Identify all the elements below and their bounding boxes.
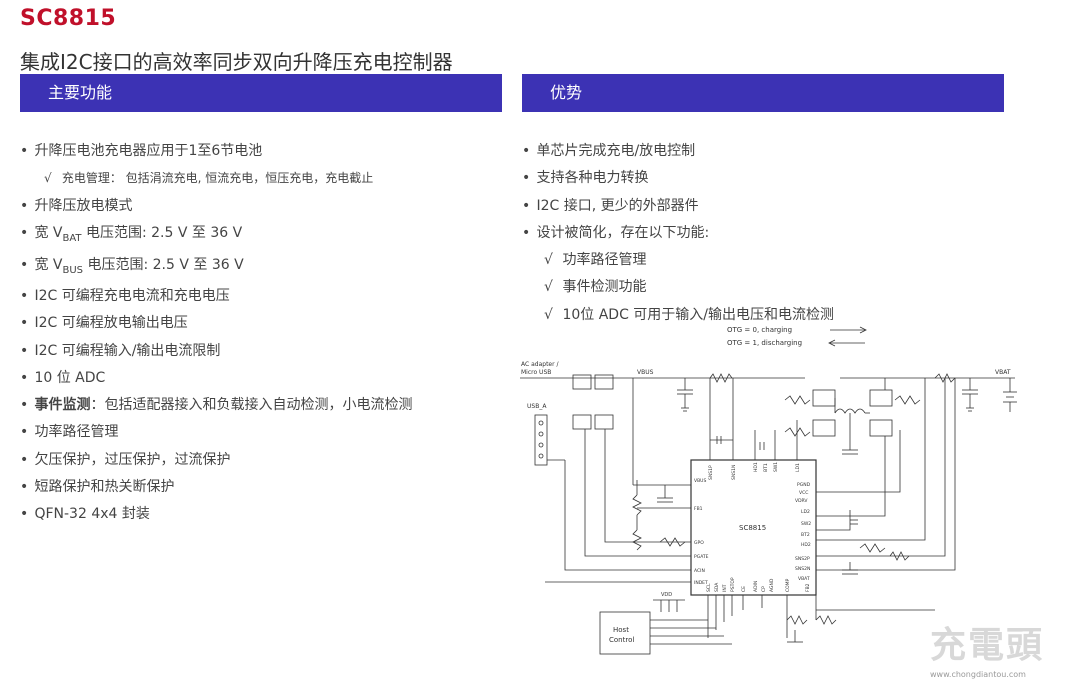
bullet-dot-icon: • [522, 170, 531, 186]
list-item: • 欠压保护，过压保护，过流保护 [20, 452, 231, 468]
bullet-dot-icon: • [20, 479, 29, 495]
vbat-rail-label: VBAT [995, 369, 1011, 376]
pin-label: SNS2N [795, 566, 810, 572]
bullet-dot-icon: • [20, 257, 29, 273]
pin-label: INDET [694, 580, 708, 586]
pin-label: HD1 [753, 462, 759, 472]
page-subtitle: 集成I2C接口的高效率同步双向升降压充电控制器 [20, 50, 453, 74]
otg-charge-label: OTG = 0, charging [727, 326, 792, 334]
check-mark-icon: √ [544, 307, 553, 323]
bullet-dot-icon: • [20, 452, 29, 468]
vdd-label: VDD [661, 592, 672, 598]
pin-label: SNS2P [795, 556, 810, 562]
features-banner: 主要功能 [20, 74, 502, 112]
list-item: √ 充电管理： 包括涓流充电, 恒流充电，恒压充电，充电截止 [44, 171, 374, 185]
pin-label: LD2 [801, 509, 810, 515]
list-item: • QFN-32 4x4 封装 [20, 506, 150, 522]
pin-label: VBAT [798, 576, 810, 582]
pin-label: SCL [706, 583, 712, 592]
list-item: • I2C 可编程放电输出电压 [20, 315, 188, 331]
bullet-dot-icon: • [20, 343, 29, 359]
list-item: • 升降压放电模式 [20, 198, 133, 214]
check-mark-icon: √ [544, 252, 553, 268]
bullet-dot-icon: • [20, 506, 29, 522]
list-item: • 设计被简化，存在以下功能: [522, 225, 710, 241]
pin-label: INT [722, 584, 728, 592]
pin-label: SW1 [773, 462, 779, 472]
pin-label: GPO [694, 540, 704, 546]
circuit-diagram: OTG = 0, charging OTG = 1, discharging A… [520, 326, 1017, 655]
chip-label: SC8815 [739, 524, 766, 532]
bullet-dot-icon: • [522, 198, 531, 214]
bullet-dot-icon: • [20, 198, 29, 214]
usb-a-label: USB_A [527, 403, 547, 410]
advantages-banner: 优势 [522, 74, 1004, 112]
pin-label: CP [761, 586, 767, 592]
list-item: √ 功率路径管理 [544, 252, 647, 268]
advantages-heading: 优势 [550, 83, 583, 102]
list-item: • I2C 可编程充电电流和充电电压 [20, 288, 230, 304]
otg-discharge-label: OTG = 1, discharging [727, 339, 802, 347]
pin-label: SDA [714, 582, 720, 592]
pin-label: HD2 [801, 542, 811, 548]
list-item: • 10 位 ADC [20, 370, 106, 386]
list-item: • 宽 VBAT 电压范围: 2.5 V 至 36 V [20, 225, 243, 244]
pin-label: CE [741, 586, 747, 592]
bullet-dot-icon: • [20, 225, 29, 241]
pin-label: SW2 [801, 521, 811, 527]
pin-label: VDRV [795, 498, 808, 504]
pin-label: ACIN [694, 568, 705, 574]
pin-label: BT1 [763, 463, 769, 472]
check-mark-icon: √ [44, 171, 52, 185]
watermark: 充電頭 www.chongdiantou.com [930, 625, 1045, 680]
pin-label: VBUS [694, 478, 706, 484]
list-item: • 升降压电池充电器应用于1至6节电池 [20, 143, 263, 159]
bullet-dot-icon: • [20, 315, 29, 331]
bullet-dot-icon: • [20, 370, 29, 386]
list-item: • 单芯片完成充电/放电控制 [522, 143, 696, 159]
product-title: SC8815 [20, 6, 117, 31]
pin-label: PGND [797, 482, 811, 488]
bullet-dot-icon: • [20, 397, 29, 413]
pin-label: BT2 [801, 532, 810, 538]
list-item: • 支持各种电力转换 [522, 170, 649, 186]
host-label-1: Host [613, 626, 629, 634]
list-item: • 事件监测：包括适配器接入和负载接入自动检测，小电流检测 [20, 397, 413, 413]
list-item: √ 事件检测功能 [544, 279, 647, 295]
pin-label: PSTOP [730, 577, 736, 592]
vbus-rail-label: VBUS [637, 369, 654, 376]
features-heading: 主要功能 [48, 83, 113, 102]
list-item: • I2C 可编程输入/输出电流限制 [20, 343, 221, 359]
pin-label: COMP [785, 578, 791, 592]
bullet-dot-icon: • [20, 288, 29, 304]
list-item: • I2C 接口, 更少的外部器件 [522, 198, 699, 214]
pin-label: LD1 [795, 463, 801, 472]
pin-label: PGATE [694, 554, 709, 560]
bullet-dot-icon: • [20, 143, 29, 159]
list-item: √ 10位 ADC 可用于输入/输出电压和电流检测 [544, 307, 835, 323]
pin-label: VCC [799, 490, 808, 496]
pin-label: SNS1P [708, 465, 714, 480]
bullet-dot-icon: • [522, 143, 531, 159]
micro-usb-label: Micro USB [521, 369, 551, 376]
list-item: • 宽 VBUS 电压范围: 2.5 V 至 36 V [20, 257, 244, 276]
ac-adapter-label: AC adapter / [521, 361, 559, 368]
pin-label: ADIN [753, 581, 759, 592]
watermark-url: www.chongdiantou.com [930, 670, 1026, 679]
bullet-dot-icon: • [20, 424, 29, 440]
pin-label: AGND [769, 578, 775, 592]
bullet-dot-icon: • [522, 225, 531, 241]
pin-label: FB2 [805, 583, 811, 592]
host-label-2: Control [609, 636, 634, 644]
list-item: • 短路保护和热关断保护 [20, 479, 175, 495]
pin-label: SNS1N [731, 465, 737, 480]
pin-label: FB1 [694, 506, 703, 512]
watermark-logo: 充電頭 [930, 625, 1045, 666]
check-mark-icon: √ [544, 279, 553, 295]
list-item: • 功率路径管理 [20, 424, 119, 440]
